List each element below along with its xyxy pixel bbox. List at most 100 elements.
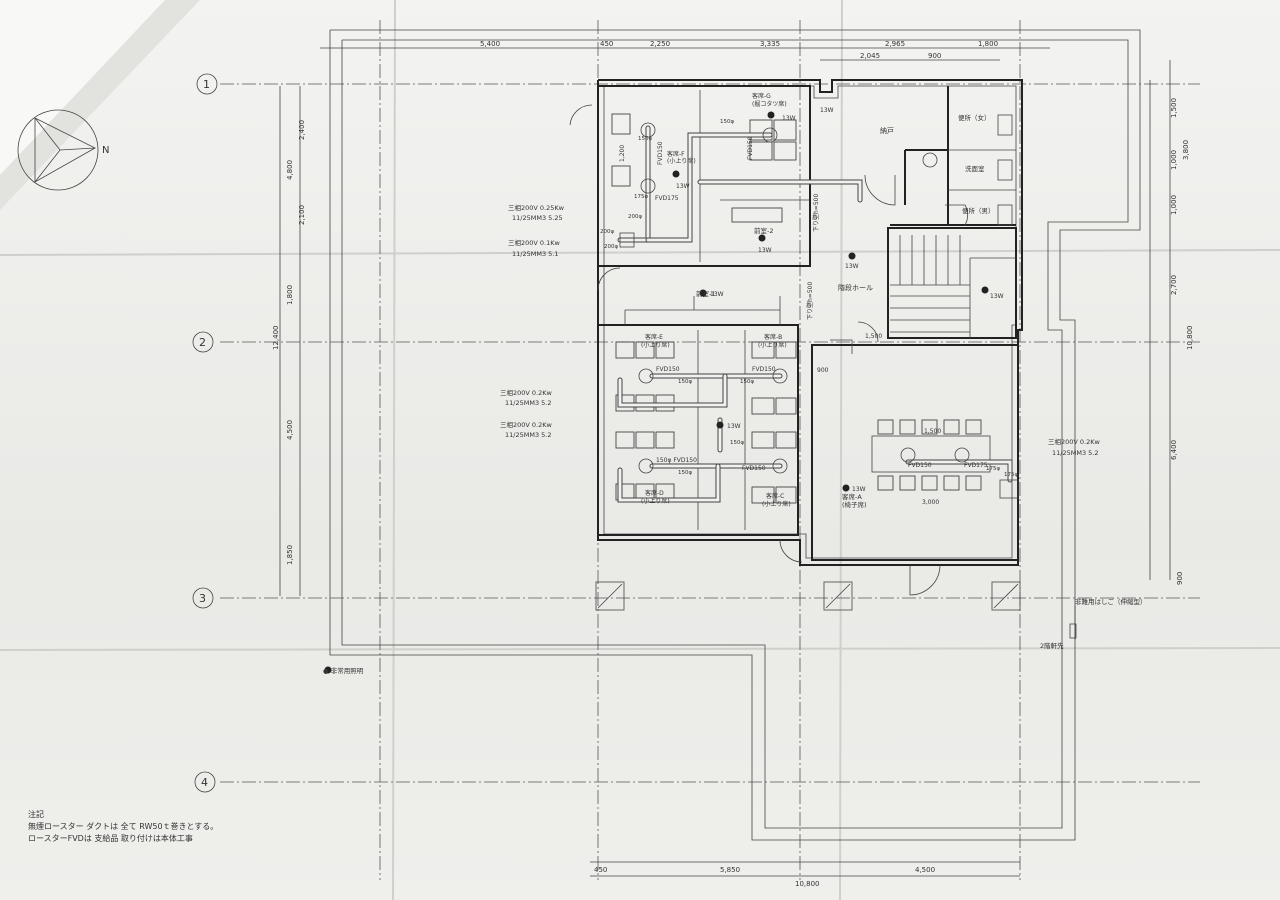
room-kyakuseki-g-sub: (掘コタツ席) [752,100,787,108]
dim-bottom-5850: 5,850 [720,866,740,874]
duct-dia-200b: 200φ [600,229,614,235]
svg-text:4: 4 [201,776,208,789]
dim-top-5400: 5,400 [480,40,500,48]
duct-dia-150d: 150φ [740,379,754,385]
inner-dim-900: 900 [817,367,829,374]
fvd150-b: FVD150 [747,136,754,160]
inner-dim-3000: 3,000 [922,499,939,506]
dim-right-1000b: 1,000 [1170,195,1178,215]
room-kyakuseki-c: 客席-C [766,492,784,500]
duct-dia-150b: 150φ [720,119,734,125]
duct-dia-150: 150φ [638,136,652,142]
light-watt-8: 13W [852,486,866,493]
grid-bubble-1: 1 [196,73,218,95]
room-nando: 納戸 [880,126,894,135]
furniture [611,113,982,504]
dim-top-450: 450 [600,40,613,48]
label-sagari-kabe-2: 下り壁h=500 [806,282,814,320]
duct-dia-150c: 150φ [678,379,692,385]
duct-dia-200c: 200φ [604,244,618,250]
motor-spec-3-line2: 11/25MM3 5.2 [505,399,552,407]
fvd150-f: FVD150 [742,465,766,472]
notes-line-1: 無煙ロースター ダクトは 全て RW50ｔ巻きとする。 [28,821,218,831]
motor-spec-2-line1: 三相200V 0.1Kw [508,238,561,247]
dim-right-1000a: 1,000 [1170,150,1178,170]
room-kyakuseki-e: 客席-E [645,333,663,341]
motor-spec-3-line1: 三相200V 0.2Kw [500,388,553,397]
room-benjo-onna: 便所（女） [958,113,991,122]
duct-dia-200a: 200φ [628,214,642,220]
duct-dia-150f: 150φ [730,440,744,446]
duct-dia-175b: 175φ [986,466,1000,472]
dim-right-900: 900 [1176,572,1184,585]
inner-dim-1200: 1,200 [619,145,626,162]
svg-text:1: 1 [203,78,210,91]
motor-spec-1-line1: 三相200V 0.25Kw [508,203,565,212]
grid-bubble-4: 4 [194,771,216,793]
room-benjo-otoko: 便所（男） [962,206,995,215]
room-kyakuseki-f-sub: (小上り席) [667,157,696,165]
motor-spec-1-line2: 11/25MM3 5.25 [512,214,563,222]
dim-right-10800: 10,800 [1186,326,1194,351]
room-kyakuseki-c-sub: (小上り席) [762,500,791,508]
room-kyakuseki-a: 客席-A [842,492,862,501]
fvd150-c: FVD150 [656,366,680,373]
dim-left-1800: 1,800 [286,285,294,305]
dim-left-4800: 4,800 [286,160,294,180]
dim-top-3335: 3,335 [760,40,780,48]
compass-label: N [102,145,109,156]
grid-bubble-3: 3 [192,587,214,609]
fvd175-b: FVD175 [964,462,988,469]
room-kyakuseki-e-sub: (小上り席) [641,341,670,349]
room-kaidan-hall: 階段ホール [838,283,873,292]
light-watt-3: 13W [758,247,772,254]
light-watt-4: 13W [845,263,859,270]
duct-dia-175: 175φ [634,194,648,200]
room-kyakuseki-d-sub: (小上り席) [641,497,670,505]
room-kyakuseki-g: 客席-G [752,92,771,100]
light-watt-5: 13W [990,293,1004,300]
grid-bubble-2: 2 [192,331,214,353]
fvd150-a: FVD150 [657,141,664,165]
dim-top-2045: 2,045 [860,52,880,60]
roaster-hoods [619,122,1019,499]
notes-line-2: ロースターFVDは 支給品 取り付けは本体工事 [28,833,193,843]
eaves-label: 2階軒先 [1040,641,1064,650]
room-kyakuseki-d: 客席-D [645,489,664,497]
room-zenshitsu-1: 前室-1 [696,289,715,298]
light-watt-6: 13W [710,291,724,298]
room-zenshitsu-2: 前室-2 [754,226,773,235]
dim-bottom-10800: 10,800 [795,880,820,888]
notes-title: 注記 [28,809,44,819]
light-watt-1: 13W [782,115,796,122]
dim-right-2700: 2,700 [1170,275,1178,295]
room-kyakuseki-f: 客席-F [667,150,685,158]
motor-spec-5-line2: 11/25MM3 5.2 [1052,449,1099,457]
inner-dim-1500: 1,500 [924,428,941,435]
light-watt-7: 13W [727,423,741,430]
inner-dim-1500b: 1,500 [865,333,882,340]
structural-columns [595,581,1021,611]
dim-left-1850: 1,850 [286,545,294,565]
light-watt-9: 13W [820,107,834,114]
north-compass-icon: N [17,109,109,191]
fvd150-g: FVD150 [908,462,932,469]
dim-top-900: 900 [928,52,941,60]
motor-spec-4-line2: 11/25MM3 5.2 [505,431,552,439]
dim-left-12400: 12,400 [272,326,280,351]
fvd150-e: 150φ FVD150 [656,457,697,464]
room-kyakuseki-b-sub: (小上り席) [758,341,787,349]
svg-text:2: 2 [199,336,206,349]
ladder-label: 非難用はしご（伸縮型） [1075,597,1147,606]
fvd150-d: FVD150 [752,366,776,373]
dim-top-1800: 1,800 [978,40,998,48]
dim-top-2250: 2,250 [650,40,670,48]
dim-bottom-450: 450 [594,866,607,874]
dim-right-1500: 1,500 [1170,98,1178,118]
dim-left-2100: 2,100 [298,205,306,225]
dim-top-2965: 2,965 [885,40,905,48]
dim-left-2400: 2,400 [298,120,306,140]
